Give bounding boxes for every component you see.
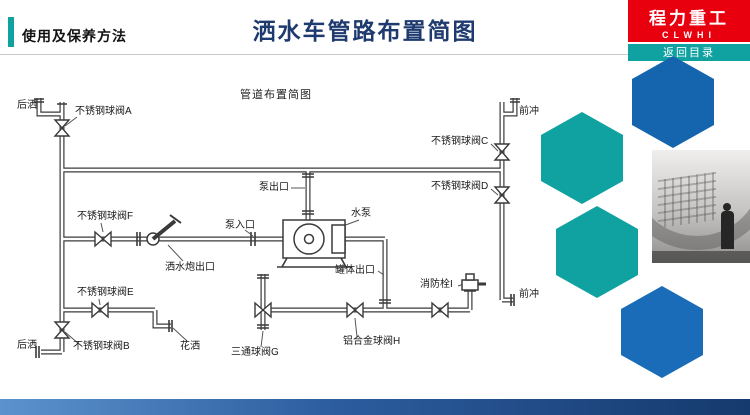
label-valve-e: 不锈钢球阀E	[77, 287, 134, 298]
label-fire-hydrant: 消防栓I	[420, 279, 453, 290]
accent-bar	[8, 17, 14, 47]
label-tank-outlet: 罐体出口	[335, 265, 375, 276]
page-title: 洒水车管路布置简图	[252, 18, 478, 44]
decor-photo	[652, 150, 750, 263]
label-cannon-outlet: 洒水炮出口	[165, 262, 215, 273]
photo-person-silhouette	[721, 211, 734, 249]
hexagon-decoration-bottom-blue	[621, 286, 703, 378]
label-rear-spray-bottom: 后洒	[17, 340, 37, 351]
ball-valves	[53, 119, 511, 339]
section-label: 使用及保养方法	[22, 28, 127, 44]
label-front-flush-top: 前冲	[519, 106, 539, 117]
diagram-title: 管道布置简图	[240, 89, 312, 101]
water-cannon-symbol	[146, 214, 182, 246]
header-rule	[0, 54, 628, 55]
photo-person-head	[723, 203, 731, 211]
label-pump-outlet: 泵出口	[259, 182, 289, 193]
photo-floor	[652, 251, 750, 263]
label-pump-inlet: 泵入口	[225, 220, 255, 231]
water-pump-symbol	[277, 219, 351, 268]
label-valve-d: 不锈钢球阀D	[431, 181, 489, 192]
hexagon-decoration-mid-teal	[541, 112, 623, 204]
label-front-flush-right: 前冲	[519, 289, 539, 300]
label-valve-b: 不锈钢球阀B	[73, 341, 130, 352]
back-to-contents-button[interactable]: 返回目录	[628, 44, 750, 61]
flange-ticks	[34, 98, 520, 358]
bottom-bar	[0, 399, 750, 415]
brand-sub: CLWHI	[662, 30, 716, 40]
hexagon-decoration-top-blue	[632, 56, 714, 148]
pipeline-diagram-graphic	[34, 62, 520, 358]
brand-logo: 程力重工 CLWHI	[628, 0, 750, 42]
label-sprinkler: 花洒	[180, 341, 200, 352]
leader-lines	[64, 116, 499, 348]
label-water-pump: 水泵	[351, 208, 371, 219]
fire-hydrant-symbol	[461, 273, 486, 291]
photo-window-grid	[658, 171, 716, 229]
label-rear-spray-top: 后洒	[17, 100, 37, 111]
label-valve-a: 不锈钢球阀A	[75, 106, 132, 117]
label-valve-h: 铝合金球阀H	[343, 336, 401, 347]
brand-name: 程力重工	[649, 9, 729, 28]
label-valve-c: 不锈钢球阀C	[431, 136, 489, 147]
hexagon-decoration-lower-teal	[556, 206, 638, 298]
pipeline-diagram: 管道布置简图 后洒 不锈钢球阀A 前冲 不锈钢球阀C 不锈钢球阀D 泵出口 水泵…	[15, 62, 555, 398]
label-valve-f: 不锈钢球阀F	[77, 211, 134, 222]
label-three-way-valve: 三通球阀G	[231, 347, 279, 358]
